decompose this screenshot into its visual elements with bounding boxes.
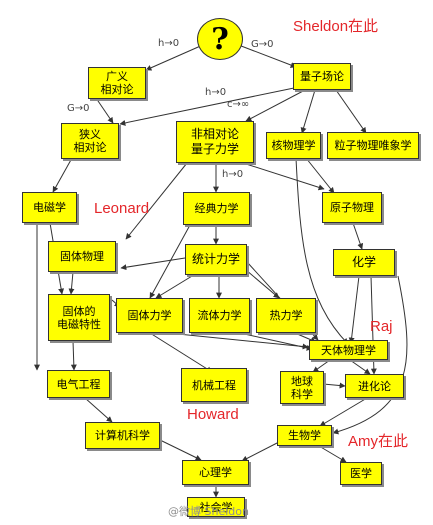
node-particle-physics: 粒子物理唯象学	[327, 132, 419, 159]
edge-root-general-relativity	[145, 43, 206, 71]
edge-statistical-solid-state	[120, 257, 186, 271]
edge-label-h-to-0: h→0	[158, 38, 180, 49]
edge-fluid-astro	[239, 332, 313, 351]
edge-nuclear-atomic	[305, 157, 335, 194]
edge-solid-em-electrical	[70, 340, 77, 371]
label-howard: Howard	[187, 406, 239, 423]
edge-qft-nuclear	[300, 89, 316, 134]
node-quantum-field-theory: 量子场论	[293, 63, 351, 90]
edge-label-h-to-0: h→0	[205, 87, 227, 98]
node-nonrelativistic-quantum-mechanics: 非相对论 量子力学	[176, 121, 254, 163]
edge-computer-psychology	[159, 439, 202, 461]
edge-statistical-solid-mech	[155, 272, 198, 299]
edge-label-c-to-infinity: c→∞	[227, 99, 250, 110]
node-special-relativity: 狭义 相对论	[61, 123, 119, 159]
node-statistical-mechanics: 统计力学	[185, 244, 247, 275]
node-nuclear-physics: 核物理学	[266, 132, 321, 159]
edge-earth-evolution	[322, 382, 346, 389]
edge-qm-atomic	[242, 162, 325, 191]
edge-qft-particle	[335, 89, 367, 134]
node-psychology: 心理学	[182, 460, 249, 485]
node-thermodynamics: 热力学	[256, 298, 316, 333]
question-mark-node: ?	[197, 18, 243, 60]
node-solid-mechanics: 固体力学	[116, 298, 183, 333]
label-leonard: Leonard	[94, 200, 150, 217]
label-sheldon: Sheldon在此	[293, 18, 379, 35]
label-raj: Raj	[370, 318, 393, 335]
edge-label-h-to-0: h→0	[222, 169, 244, 180]
node-computer-science: 计算机科学	[85, 422, 160, 449]
node-astrophysics: 天体物理学	[309, 340, 388, 360]
edge-astro-evolution	[349, 359, 371, 375]
edge-biology-psychology	[241, 441, 280, 462]
edge-astro-earth	[312, 359, 331, 373]
node-classical-mechanics: 经典力学	[183, 192, 250, 225]
edge-sr-electromagnetism	[52, 157, 73, 193]
edge-label-g-to-0: G→0	[251, 39, 274, 50]
node-chemistry: 化学	[333, 249, 395, 276]
node-evolution: 进化论	[345, 374, 404, 398]
edge-fluid-mechanical	[149, 332, 213, 373]
edge-classical-solid-mech	[149, 224, 191, 299]
watermark: @微博 Sheldon	[168, 505, 249, 518]
edge-gr-special-relativity	[95, 97, 114, 124]
edge-qm-solid-state	[125, 162, 188, 240]
edge-nuclear-astro	[295, 157, 349, 345]
edge-biology-medicine	[318, 445, 347, 463]
edge-statistical-thermo	[245, 269, 280, 299]
edge-root-quantum-field-theory	[235, 43, 297, 68]
edge-evolution-biology	[319, 397, 368, 427]
edge-solid-state-solid-em	[68, 271, 75, 295]
node-sociology: 社会学	[187, 497, 245, 517]
node-mechanical-engineering: 机械工程	[181, 368, 247, 402]
edge-atomic-chemistry	[352, 222, 364, 250]
edge-chemistry-astro	[348, 275, 360, 344]
node-biology: 生物学	[277, 425, 332, 446]
edge-qft-special-relativity	[119, 87, 295, 126]
node-solid-electromagnetic-properties: 固体的 电磁特性	[48, 294, 110, 341]
edge-electrical-computer	[84, 397, 113, 423]
node-general-relativity: 广义 相对论	[88, 67, 146, 99]
label-amy: Amy在此	[348, 433, 409, 450]
node-atomic-physics: 原子物理	[322, 192, 382, 223]
node-solid-state-physics: 固体物理	[48, 241, 116, 272]
edge-label-g-to-0: G→0	[67, 103, 90, 114]
node-medicine: 医学	[340, 462, 382, 485]
node-fluid-mechanics: 流体力学	[189, 298, 250, 333]
node-electromagnetism: 电磁学	[22, 192, 77, 223]
edge-qft-nonrel-qm	[245, 89, 306, 122]
node-electrical-engineering: 电气工程	[47, 370, 110, 398]
node-earth-science: 地球 科学	[280, 371, 324, 404]
edge-solid-mech-astro	[167, 332, 309, 350]
